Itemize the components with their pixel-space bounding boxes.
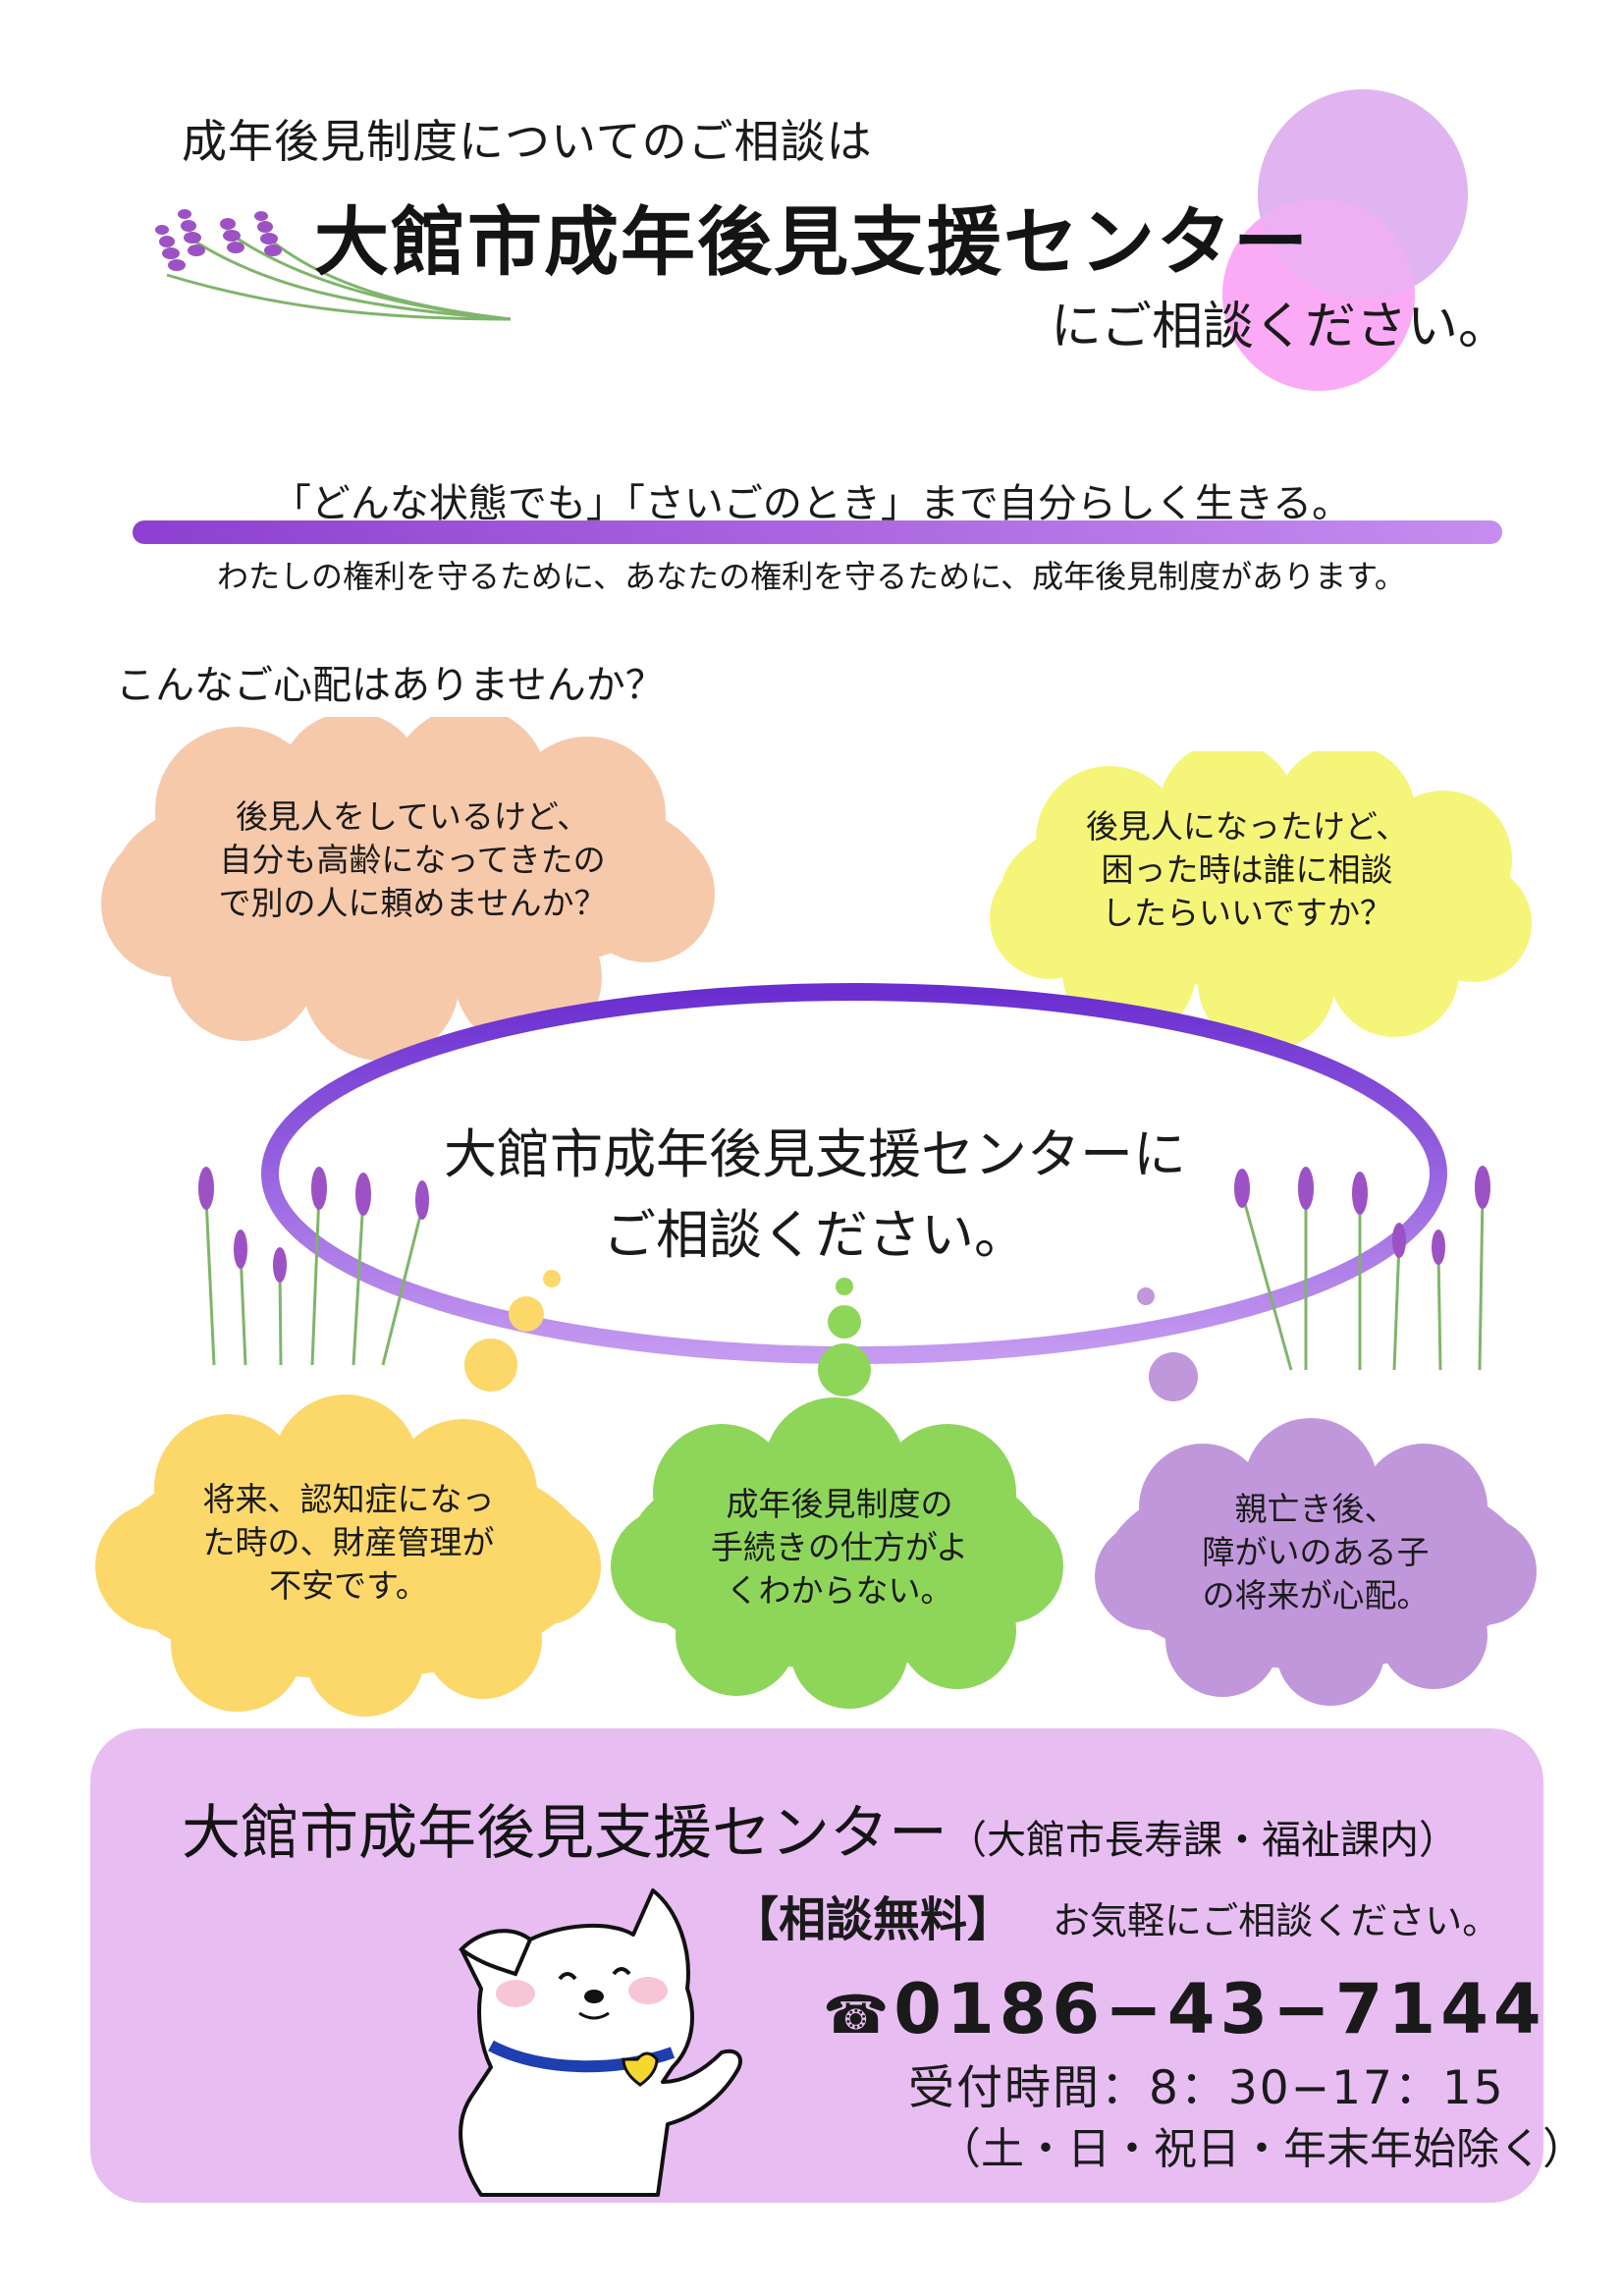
- yellow-thought-cloud: [990, 751, 1532, 1090]
- worry-heading: こんなご心配はありませんか？: [116, 663, 665, 708]
- yellow-cloud-line-3: したらいいですか？: [1101, 894, 1392, 932]
- contact-panel: [90, 1728, 1543, 2203]
- purple-cloud-line-1: 親亡き後、: [1234, 1490, 1397, 1528]
- phone-number[interactable]: ☎0186−43−7144: [823, 1969, 1546, 2050]
- telephone-icon: ☎: [823, 1984, 894, 2046]
- peach-cloud-line-1: 後見人をしているけど、: [235, 797, 590, 836]
- purple-cloud-line-2: 障がいのある子: [1202, 1533, 1430, 1571]
- reception-hours: 受付時間：8：30−17：15: [908, 2061, 1505, 2115]
- phone-digits: 0186−43−7144: [893, 1969, 1546, 2050]
- lavender-right-icon: [1234, 1166, 1490, 1371]
- purple-cloud-text: 親亡き後、 障がいのある子 の将来が心配。: [1129, 1488, 1502, 1617]
- decorative-circles: [1222, 89, 1468, 391]
- yellow-cloud-line-1: 後見人になったけど、: [1085, 807, 1409, 846]
- green-thought-cloud: [611, 1397, 1063, 1709]
- green-cloud-line-3: くわからない。: [726, 1571, 953, 1610]
- contact-name: 大館市成年後見支援センター: [182, 1799, 947, 1868]
- purple-thought-cloud: [1095, 1418, 1537, 1706]
- center-message: 大館市成年後見支援センターに ご相談ください。: [324, 1115, 1306, 1276]
- dog-mascot-icon: [458, 1888, 742, 2197]
- purple-cloud-line-3: の将来が心配。: [1202, 1576, 1430, 1614]
- contact-center-name: 大館市成年後見支援センター（大館市長寿課・福祉課内）: [182, 1785, 1458, 1871]
- title-suffix: にご相談ください。: [1051, 298, 1509, 356]
- closed-days: （土・日・祝日・年末年始除く）: [938, 2124, 1586, 2174]
- tagline: 「どんな状態でも」「さいごのとき」まで自分らしく生きる。: [271, 481, 1352, 526]
- thought-bubbles-small: [464, 1270, 1198, 1401]
- orange-cloud-text: 将来、認知症になっ た時の、財産管理が 不安です。: [137, 1478, 560, 1608]
- yellow-cloud-line-2: 困った時は誰に相談: [1101, 850, 1393, 889]
- green-cloud-line-2: 手続きの仕方がよ: [710, 1528, 969, 1566]
- orange-thought-cloud: [95, 1394, 601, 1717]
- yellow-cloud-text: 後見人になったけど、 困った時は誰に相談 したらいいですか？: [1021, 805, 1473, 935]
- peach-thought-cloud: [101, 717, 715, 1090]
- free-consultation-label: 【相談無料】: [731, 1892, 1015, 1947]
- green-cloud-line-1: 成年後見制度の: [726, 1485, 953, 1523]
- center-message-line-1: 大館市成年後見支援センターに: [444, 1123, 1186, 1185]
- peach-cloud-text: 後見人をしているけど、 自分も高齢になってきたの で別の人に頼めませんか？: [137, 795, 687, 925]
- peach-cloud-line-3: で別の人に頼めませんか？: [218, 884, 607, 922]
- orange-cloud-line-3: 不安です。: [269, 1566, 428, 1605]
- intro-text: 成年後見制度についてのご相談は: [182, 115, 873, 168]
- lavender-sprig-icon: [155, 209, 512, 321]
- lavender-left-icon: [198, 1167, 429, 1366]
- contact-dept: （大館市長寿課・福祉課内）: [947, 1818, 1458, 1863]
- center-message-line-2: ご相談ください。: [603, 1204, 1027, 1266]
- purple-divider: [133, 520, 1502, 544]
- orange-cloud-line-2: た時の、財産管理が: [202, 1523, 495, 1561]
- green-cloud-text: 成年後見制度の 手続きの仕方がよ くわからない。: [653, 1483, 1026, 1613]
- peach-cloud-line-2: 自分も高齢になってきたの: [219, 841, 606, 879]
- orange-cloud-line-1: 将来、認知症になっ: [202, 1480, 495, 1518]
- subline: わたしの権利を守るために、あなたの権利を守るために、成年後見制度があります。: [217, 558, 1406, 595]
- feel-free-text: お気軽にご相談ください。: [1053, 1899, 1500, 1942]
- center-name-title: 大館市成年後見支援センター: [314, 198, 1310, 286]
